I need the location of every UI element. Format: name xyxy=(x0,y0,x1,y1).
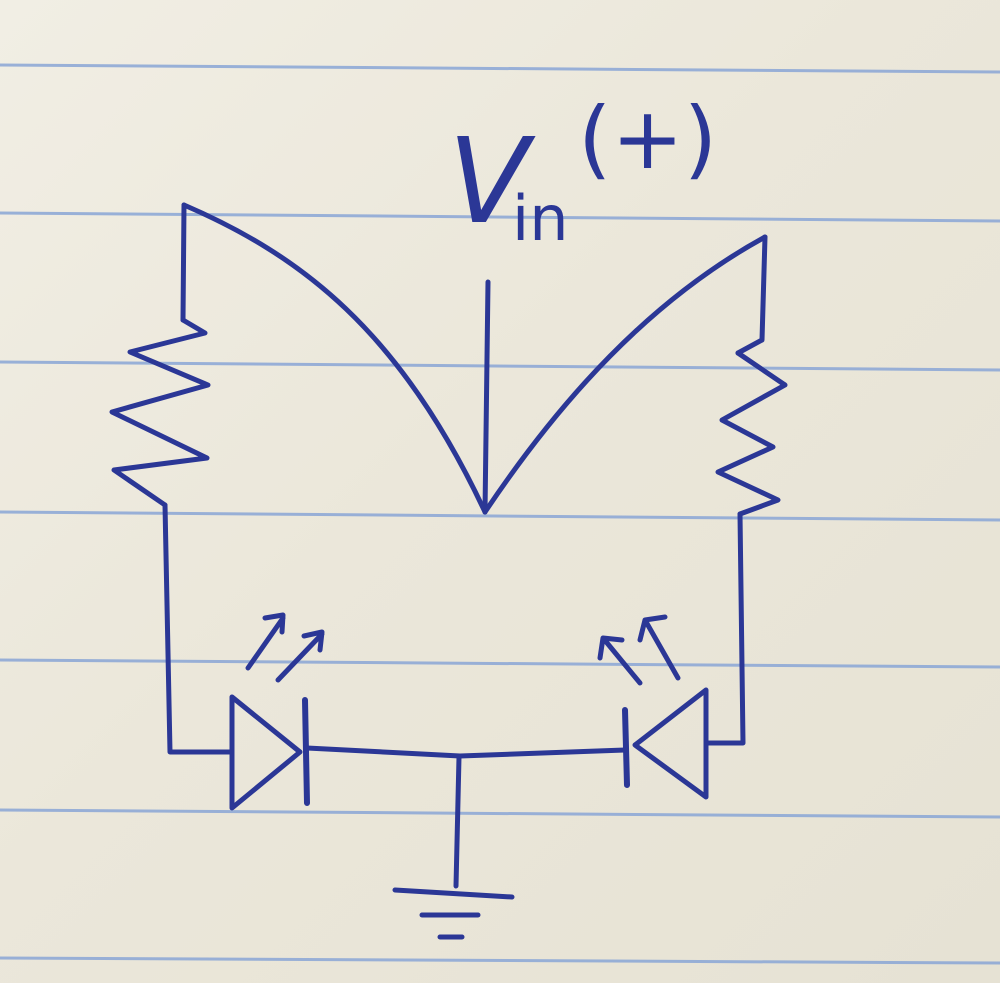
right-resistor xyxy=(715,350,788,517)
input-wire xyxy=(482,279,491,515)
ruled-line xyxy=(0,658,1000,669)
cathode-wire xyxy=(304,745,628,759)
led-cathode-bar xyxy=(302,697,310,806)
ruled-line xyxy=(0,211,1000,223)
light-arrow-icon xyxy=(597,635,643,686)
led-triangle xyxy=(229,694,303,811)
light-arrow-icon xyxy=(245,612,286,671)
left-curved-wire xyxy=(181,202,488,515)
left-down-wire xyxy=(162,502,235,755)
ruled-line xyxy=(0,808,1000,819)
ground-wire xyxy=(453,754,462,889)
right-led xyxy=(597,614,709,800)
right-curved-wire xyxy=(482,234,768,515)
led-cathode-bar xyxy=(622,707,630,788)
input-voltage-symbol: V xyxy=(448,112,536,250)
input-voltage-label: V in (+) xyxy=(448,89,717,255)
ruled-line xyxy=(0,63,1000,74)
right-down-wire xyxy=(703,511,746,746)
input-voltage-subscript: in xyxy=(512,182,569,255)
light-arrow-icon xyxy=(637,614,681,681)
ruled-line xyxy=(0,956,1000,965)
ground-bar-top xyxy=(392,887,515,900)
ground-symbol xyxy=(392,754,515,940)
polarity-label: (+) xyxy=(578,89,717,189)
ruled-line xyxy=(0,510,1000,522)
left-resistor xyxy=(109,317,211,508)
led-triangle xyxy=(632,687,709,800)
left-led xyxy=(229,612,325,811)
light-arrow-icon xyxy=(275,629,325,683)
ruled-line xyxy=(0,360,1000,372)
left-top-wire xyxy=(180,202,187,323)
right-top-wire xyxy=(735,234,768,356)
